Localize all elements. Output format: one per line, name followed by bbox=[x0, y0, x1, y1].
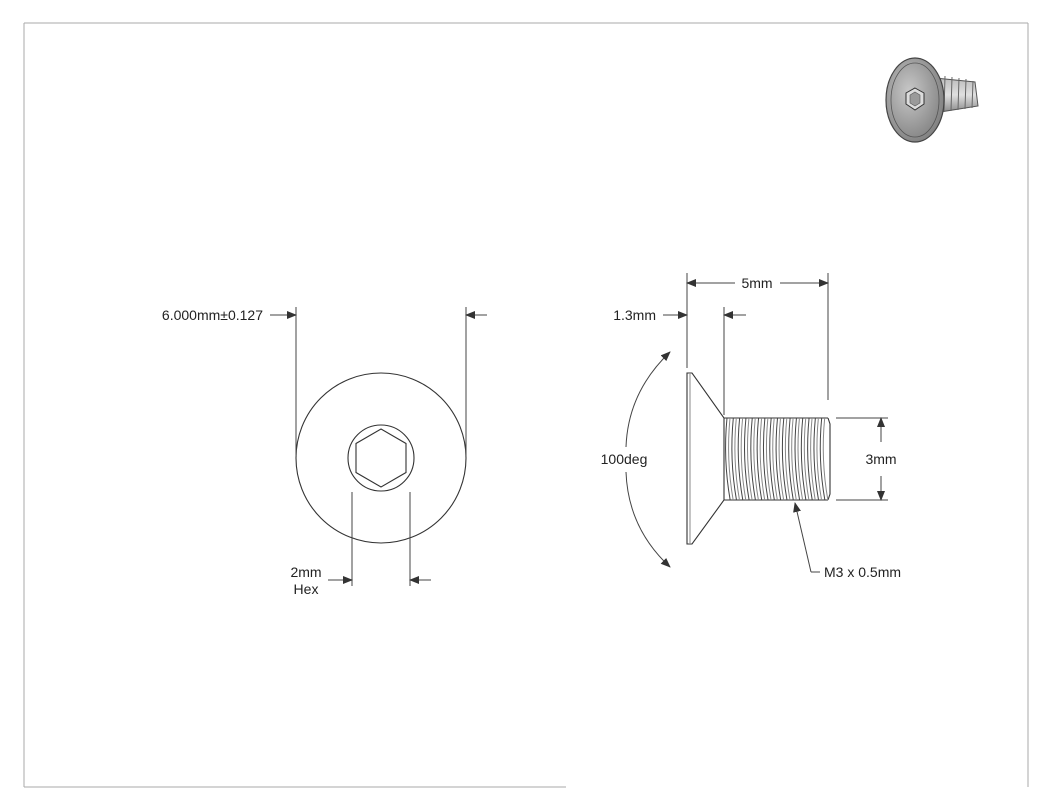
head-outer-circle bbox=[295, 372, 467, 544]
thread-crest bbox=[788, 417, 794, 501]
thread-crest bbox=[756, 417, 763, 501]
thread-crest bbox=[725, 417, 731, 501]
head-height-label: 1.3mm bbox=[613, 307, 656, 323]
hex-sub-label: Hex bbox=[294, 581, 319, 597]
thread-spec-label: M3 x 0.5mm bbox=[824, 564, 901, 580]
thread-root bbox=[734, 417, 740, 501]
thread-root bbox=[791, 417, 797, 501]
threaded-shank bbox=[724, 417, 831, 501]
thread-root bbox=[784, 417, 791, 501]
countersunk-head bbox=[686, 372, 725, 545]
thread-crest bbox=[800, 417, 807, 501]
hex-size-label: 2mm bbox=[290, 564, 321, 580]
hex-socket-circle bbox=[347, 424, 415, 492]
thread-root bbox=[822, 417, 829, 501]
thread-crest bbox=[731, 417, 737, 501]
front-view: 6.000mm±0.127 2mm Hex bbox=[162, 307, 487, 597]
thread-root bbox=[740, 417, 747, 501]
thread-crest bbox=[769, 417, 775, 501]
thread-root bbox=[816, 417, 823, 501]
thread-crest bbox=[819, 417, 826, 501]
thread-root bbox=[772, 417, 778, 501]
thread-diameter-label: 3mm bbox=[865, 451, 896, 467]
thread-root bbox=[778, 417, 785, 501]
thread-root bbox=[759, 417, 766, 501]
thread-crest bbox=[781, 417, 788, 501]
thread-root bbox=[803, 417, 810, 501]
thread-crest bbox=[744, 417, 750, 501]
length-label: 5mm bbox=[741, 275, 772, 291]
outer-diameter-label: 6.000mm±0.127 bbox=[162, 307, 263, 323]
hex-socket bbox=[355, 428, 407, 488]
thread-root bbox=[765, 417, 772, 501]
thread-crest bbox=[762, 417, 769, 501]
thread-root bbox=[747, 417, 753, 501]
thread-crest bbox=[737, 417, 744, 501]
side-view: 5mm 1.3mm 100deg 3mm M3 x 0.5mm bbox=[601, 273, 901, 580]
thread-crest bbox=[807, 417, 813, 501]
thread-root bbox=[753, 417, 759, 501]
thread-crest bbox=[813, 417, 820, 501]
thread-root bbox=[810, 417, 816, 501]
drawing-frame bbox=[23, 22, 1029, 788]
thread-crest bbox=[750, 417, 756, 501]
thread-root bbox=[797, 417, 804, 501]
thread-crest bbox=[794, 417, 801, 501]
thread-crest bbox=[775, 417, 782, 501]
thread-root bbox=[728, 417, 734, 501]
isometric-preview bbox=[885, 57, 979, 143]
head-angle-label: 100deg bbox=[601, 451, 648, 467]
